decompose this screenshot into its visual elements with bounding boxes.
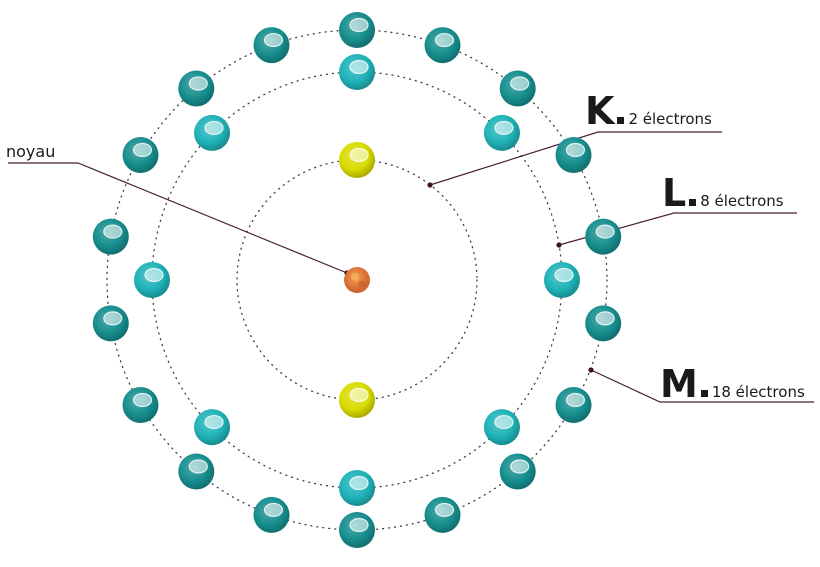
- shell-k-label: K 2 électrons: [585, 92, 712, 130]
- electron-m: [253, 27, 290, 64]
- leader-k: [427, 131, 722, 188]
- electron-m: [92, 218, 129, 255]
- electron-m: [424, 27, 461, 64]
- electron-l: [544, 262, 580, 298]
- electron-m: [122, 137, 159, 173]
- shell-l-letter: L: [662, 171, 687, 215]
- electron-m: [92, 305, 129, 342]
- leader-noyau: [8, 162, 350, 276]
- separator-square: [700, 390, 708, 397]
- separator-square: [689, 199, 697, 206]
- shell-k-letter: K: [585, 89, 615, 133]
- electron-m: [253, 496, 290, 533]
- shell-l-count: 8 électrons: [700, 192, 784, 210]
- electron-m: [339, 512, 375, 548]
- shell-l-label: L 8 électrons: [662, 174, 784, 212]
- electron-l: [483, 409, 520, 446]
- nucleus: [344, 267, 370, 293]
- electron-m: [178, 453, 215, 490]
- leader-m: [588, 367, 814, 403]
- electron-m: [585, 305, 622, 342]
- electron-m: [339, 12, 375, 48]
- electron-m: [585, 218, 622, 255]
- electron-k: [339, 142, 375, 178]
- separator-square: [617, 117, 625, 124]
- nucleus-label: noyau: [6, 142, 56, 161]
- electron-l: [483, 114, 520, 151]
- electron-l: [194, 114, 231, 151]
- electron-m: [555, 387, 592, 423]
- electrons: [92, 12, 622, 548]
- electron-m: [555, 137, 592, 173]
- electron-l: [134, 262, 170, 298]
- electron-m: [424, 496, 461, 533]
- electron-m: [499, 453, 536, 490]
- shell-k-count: 2 électrons: [628, 110, 712, 128]
- shell-m-letter: M: [660, 362, 698, 406]
- shell-m-label: M 18 électrons: [660, 365, 805, 403]
- electron-l: [339, 54, 375, 90]
- electron-m: [499, 70, 536, 107]
- electron-m: [122, 387, 159, 423]
- electron-l: [194, 409, 231, 446]
- electron-m: [178, 70, 215, 107]
- shell-m-count: 18 électrons: [711, 383, 805, 401]
- electron-l: [339, 470, 375, 506]
- electron-k: [339, 382, 375, 418]
